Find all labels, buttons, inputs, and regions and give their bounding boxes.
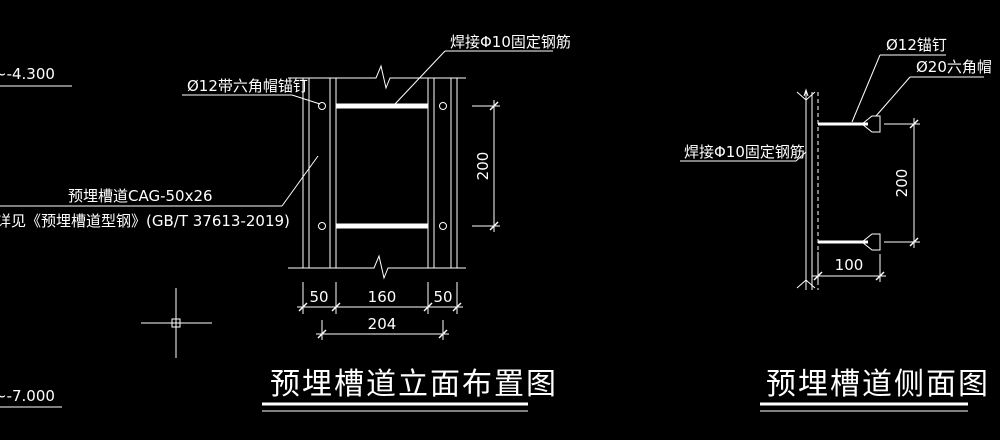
elevation-view-title: 预埋槽道立面布置图: [270, 367, 558, 402]
anchor-hole: [318, 222, 326, 230]
label-channel-text: 预埋槽道CAG-50x26: [68, 187, 213, 205]
label-weld-rebar-text: 焊接Φ10固定钢筋: [450, 33, 571, 51]
dimension-right-text: 50: [433, 288, 452, 306]
right-channel: [427, 78, 458, 268]
bottom-break-line: [288, 254, 466, 280]
anchor-hole: [439, 222, 447, 230]
label-standard-text: 详见《预埋槽道型钢》(GB/T 37613-2019): [0, 212, 290, 230]
elevation-view: 200 50 160 50 204 Ø12带六角帽: [0, 33, 571, 412]
side-dimension-depth-text: 100: [835, 256, 864, 274]
dimension-chain: 50 160 50: [297, 282, 463, 314]
label-side-weld-rebar: 焊接Φ10固定钢筋: [680, 143, 807, 162]
side-view: 200 100 Ø12锚钉 Ø20六角帽 焊接Φ10固定钢筋 预: [680, 36, 992, 412]
anchor-hole: [318, 102, 326, 110]
label-anchor: Ø12锚钉: [851, 36, 947, 123]
side-view-title: 预埋槽道侧面图: [766, 367, 990, 402]
elevation-marker-top: ~-4.300: [0, 65, 72, 87]
cad-crosshair-cursor[interactable]: [141, 288, 212, 358]
label-anchor-bolt-text: Ø12带六角帽锚钉: [187, 77, 308, 95]
dimension-total-text: 204: [368, 315, 397, 333]
label-side-weld-rebar-text: 焊接Φ10固定钢筋: [684, 143, 805, 161]
elevation-marker-bottom: ~-7.000: [0, 387, 62, 408]
side-dimension-height-text: 200: [893, 169, 911, 198]
elevation-bottom-text: ~-7.000: [0, 387, 55, 405]
dimension-middle-text: 160: [368, 288, 397, 306]
label-weld-rebar: 焊接Φ10固定钢筋: [394, 33, 571, 105]
dimension-total: 204: [316, 315, 449, 340]
dimension-height: 200: [472, 100, 500, 232]
label-channel: 预埋槽道CAG-50x26 详见《预埋槽道型钢》(GB/T 37613-2019…: [0, 155, 319, 230]
label-hex-cap-text: Ø20六角帽: [916, 58, 992, 76]
elevation-top-text: ~-4.300: [0, 65, 55, 83]
label-anchor-bolt: Ø12带六角帽锚钉: [182, 77, 321, 105]
label-anchor-text: Ø12锚钉: [886, 36, 947, 54]
anchor-hole: [439, 102, 447, 110]
label-hex-cap: Ø20六角帽: [875, 58, 992, 117]
top-break-line: [288, 64, 466, 90]
anchor-bottom: [818, 233, 881, 251]
anchor-top: [818, 115, 881, 133]
side-dimension-height: 200: [884, 118, 920, 248]
left-channel: [302, 78, 337, 268]
side-dimension-depth: 100: [812, 252, 886, 282]
dimension-left-text: 50: [309, 288, 328, 306]
dimension-height-text: 200: [474, 152, 492, 181]
